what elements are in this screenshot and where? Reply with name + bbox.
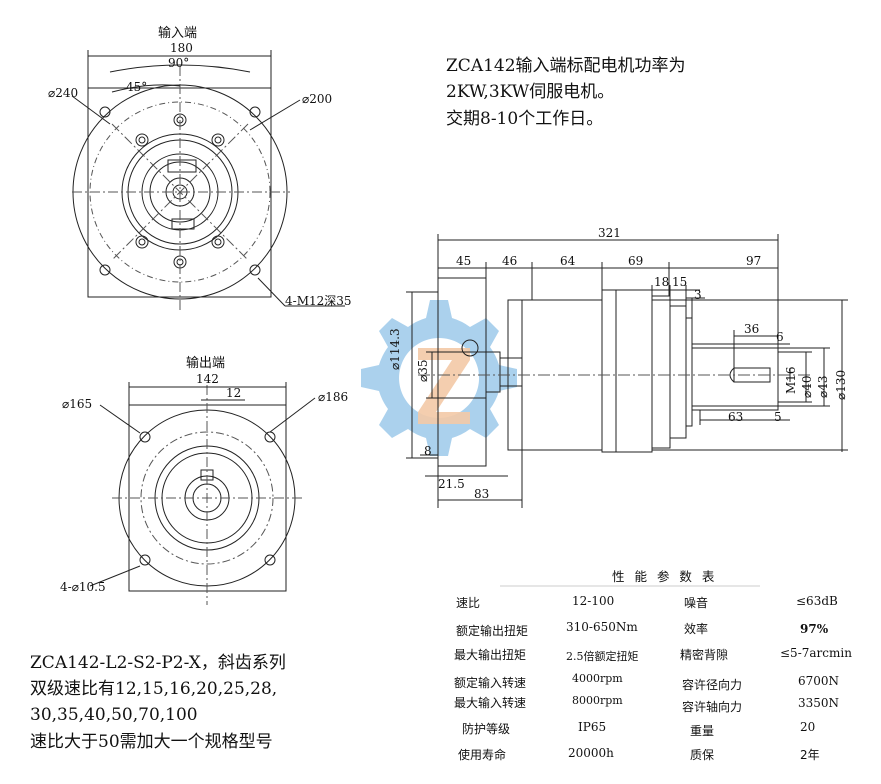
- dim-angle-45: 45°: [126, 80, 148, 94]
- dim-6: 6: [776, 330, 784, 344]
- perf-value: ≤63dB: [796, 594, 838, 608]
- input-end-label: 输入端: [158, 26, 198, 41]
- note-top-line-3: 交期8-10个工作日。: [446, 109, 604, 129]
- perf-label: 使用寿命: [458, 748, 507, 762]
- note-bottom-line-3: 30,35,40,50,70,100: [30, 705, 198, 725]
- perf-value: IP65: [578, 720, 607, 734]
- perf-value: ≤5-7arcmin: [780, 646, 852, 660]
- perf-value: 3350N: [798, 696, 840, 710]
- perf-label: 最大输出扭矩: [454, 648, 527, 662]
- perf-value: 8000rpm: [572, 694, 623, 707]
- perf-value: 20: [800, 720, 816, 734]
- perf-value: 2.5倍额定扭矩: [566, 650, 639, 663]
- perf-value: 6700N: [798, 674, 840, 688]
- perf-value: 4000rpm: [572, 672, 623, 685]
- dim-bolt-m12: 4-M12深35: [285, 294, 352, 308]
- dim-142: 142: [196, 372, 219, 386]
- perf-label: 精密背隙: [680, 648, 729, 662]
- perf-label: 防护等级: [462, 722, 511, 736]
- dim-m16: M16: [784, 366, 798, 394]
- dim-angle-90: 90°: [168, 56, 190, 70]
- note-bottom-line-1: ZCA142-L2-S2-P2-X，斜齿系列: [30, 653, 286, 673]
- dim-63: 63: [728, 410, 744, 424]
- perf-label: 额定输出扭矩: [456, 624, 529, 638]
- perf-label: 质保: [690, 748, 715, 762]
- watermark-logo: [361, 300, 517, 456]
- perf-label: 速比: [456, 596, 481, 610]
- note-top-line-1: ZCA142输入端标配电机功率为: [446, 56, 686, 76]
- dim-12: 12: [226, 386, 242, 400]
- perf-value: 12-100: [572, 594, 615, 608]
- perf-value: 20000h: [568, 746, 614, 760]
- dim-46: 46: [502, 254, 518, 268]
- output-end-label: 输出端: [186, 356, 226, 371]
- dim-dia-40: ⌀40: [800, 375, 814, 399]
- dim-holes: 4-⌀10.5: [60, 580, 106, 594]
- dim-dia-43: ⌀43: [816, 375, 830, 399]
- perf-value: 2年: [800, 748, 820, 762]
- dim-321: 321: [598, 226, 621, 240]
- dim-dia-200: ⌀200: [302, 92, 333, 106]
- dim-8: 8: [424, 444, 432, 458]
- note-bottom-line-2: 双级速比有12,15,16,20,25,28,: [30, 679, 278, 699]
- dim-dia-165: ⌀165: [62, 397, 93, 411]
- perf-label: 最大输入转速: [454, 696, 527, 710]
- side-view: [406, 234, 848, 508]
- output-end-view: [89, 382, 316, 605]
- dim-dia-186: ⌀186: [318, 390, 349, 404]
- dim-dia-114-3: ⌀114.3: [388, 328, 402, 370]
- perf-label: 容许轴向力: [682, 700, 743, 714]
- dim-18: 18: [654, 275, 670, 289]
- performance-table-title: 性 能 参 数 表: [612, 569, 718, 584]
- dim-45: 45: [456, 254, 472, 268]
- dim-69: 69: [628, 254, 644, 268]
- dim-dia-130: ⌀130: [834, 369, 848, 400]
- dim-15: 15: [672, 275, 688, 289]
- dim-97: 97: [746, 254, 762, 268]
- dim-180: 180: [170, 41, 193, 55]
- note-bottom-line-4: 速比大于50需加大一个规格型号: [30, 732, 273, 752]
- perf-value: 97%: [800, 622, 829, 636]
- dim-dia-240: ⌀240: [48, 86, 79, 100]
- dim-83: 83: [474, 487, 490, 501]
- perf-value: 310-650Nm: [566, 620, 638, 634]
- dim-36: 36: [744, 322, 760, 336]
- perf-label: 容许径向力: [682, 678, 743, 692]
- dim-21-5: 21.5: [438, 477, 465, 491]
- perf-label: 重量: [690, 724, 715, 738]
- perf-label: 额定输入转速: [454, 676, 527, 690]
- dim-5: 5: [774, 410, 782, 424]
- perf-label: 效率: [684, 622, 709, 636]
- dim-dia-35: ⌀35: [416, 359, 430, 383]
- input-end-view: [71, 50, 345, 312]
- perf-label: 噪音: [684, 596, 709, 610]
- dim-64: 64: [560, 254, 576, 268]
- dim-3: 3: [694, 288, 702, 302]
- note-top-line-2: 2KW,3KW伺服电机。: [446, 82, 615, 102]
